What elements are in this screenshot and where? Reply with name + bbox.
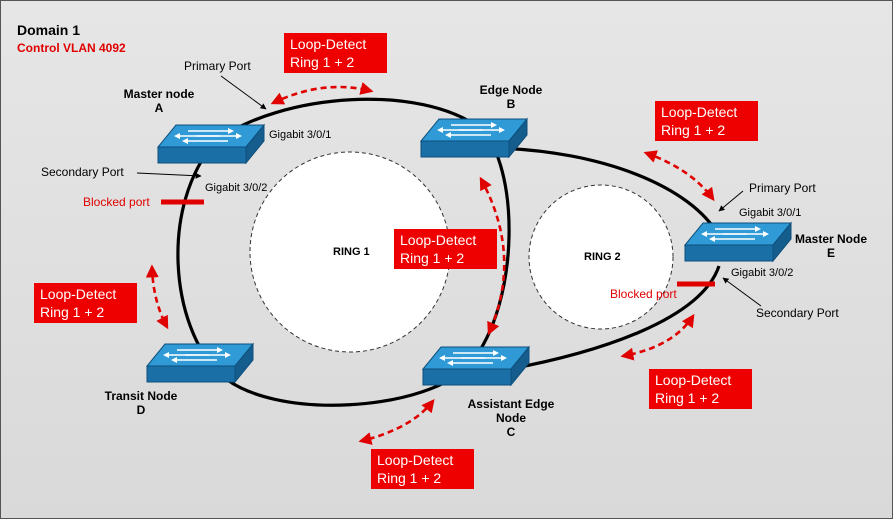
loop-detect-box-5: Loop-Detect Ring 1 + 2 [371,449,474,489]
loop-detect-5-line2: Ring 1 + 2 [377,470,442,486]
loop-detect-arrow-5 [358,398,435,445]
node-c-name-line1: Assistant Edge [467,397,555,411]
switch-e-icon [684,222,792,262]
node-d-label: Transit Node D [91,389,191,417]
switch-a-icon [157,124,265,164]
pointer-arrow-e-primary-icon [718,190,744,212]
domain-title: Domain 1 [17,22,81,38]
loop-detect-3-line2: Ring 1 + 2 [400,250,465,266]
ring-1-label: RING 1 [333,246,370,258]
ring-2-area [528,184,674,330]
node-d-name: Transit Node [104,389,178,403]
switch-d-icon [146,343,254,383]
loop-detect-2-line2: Ring 1 + 2 [661,122,726,138]
loop-detect-5-line1: Loop-Detect [377,452,454,468]
loop-detect-2-line1: Loop-Detect [661,104,738,120]
e-primary-port-id: Gigabit 3/0/1 [739,207,802,219]
a-primary-port-id: Gigabit 3/0/1 [269,129,332,141]
a-secondary-port-label: Secondary Port [41,165,124,179]
pointer-arrow-a-secondary-icon [136,172,202,179]
pointer-arrow-e-secondary-icon [722,277,762,307]
node-a-name: Master node [123,87,195,101]
loop-detect-arrow-6 [620,313,695,361]
loop-detect-arrow-1 [270,82,374,105]
loop-detect-1-line1: Loop-Detect [290,36,367,52]
node-e-name: Master Node [794,232,868,246]
loop-detect-box-3: Loop-Detect Ring 1 + 2 [394,229,497,269]
e-blocked-port-label: Blocked port [610,287,677,301]
loop-detect-box-2: Loop-Detect Ring 1 + 2 [655,101,758,141]
node-a-id: A [154,101,164,115]
switch-c-icon [422,346,530,386]
node-c-label: Assistant Edge Node C [451,397,571,439]
loop-detect-6-line1: Loop-Detect [655,372,732,388]
e-secondary-port-label: Secondary Port [756,306,839,320]
a-secondary-port-id: Gigabit 3/0/2 [205,182,268,194]
ring-2-label: RING 2 [584,251,621,263]
node-b-id: B [506,97,516,111]
loop-detect-arrow-4 [145,264,169,330]
node-a-label: Master node A [109,87,209,115]
e-secondary-port-id: Gigabit 3/0/2 [731,267,794,279]
a-blocked-port-label: Blocked port [83,195,150,209]
node-b-name: Edge Node [479,83,543,97]
loop-detect-box-1: Loop-Detect Ring 1 + 2 [284,33,387,73]
loop-detect-arrow-3 [479,176,506,336]
loop-detect-box-6: Loop-Detect Ring 1 + 2 [649,369,752,409]
ring-2-link-upper [495,146,721,237]
a-primary-port-label: Primary Port [184,59,251,73]
loop-detect-4-line1: Loop-Detect [40,286,117,302]
loop-detect-1-line2: Ring 1 + 2 [290,54,355,70]
control-vlan-label: Control VLAN 4092 [17,41,126,55]
node-e-id: E [826,246,835,260]
loop-detect-arrow-2 [643,150,715,202]
node-e-label: Master Node E [781,232,881,260]
node-d-id: D [136,403,146,417]
switch-b-icon [420,118,528,158]
node-b-label: Edge Node B [461,83,561,111]
node-c-name-line2: Node [496,411,526,425]
node-c-id: C [506,425,516,439]
loop-detect-3-line1: Loop-Detect [400,232,477,248]
loop-detect-6-line2: Ring 1 + 2 [655,390,720,406]
e-primary-port-label: Primary Port [749,181,816,195]
pointer-arrow-a-primary-icon [220,75,267,110]
loop-detect-box-4: Loop-Detect Ring 1 + 2 [34,283,137,323]
loop-detect-4-line2: Ring 1 + 2 [40,304,105,320]
